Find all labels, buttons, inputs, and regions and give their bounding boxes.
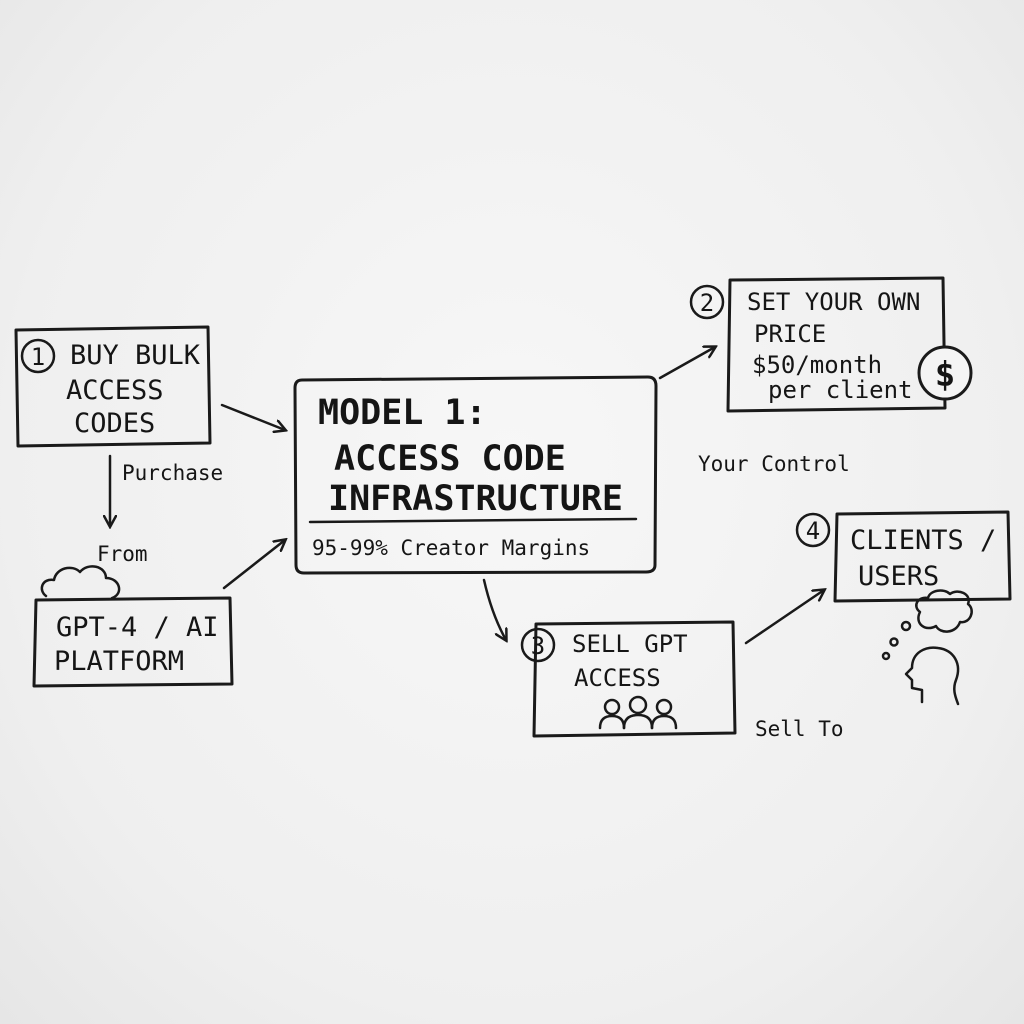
step3-number-circle xyxy=(520,627,556,663)
purchase-label: Purchase xyxy=(122,461,223,485)
step2-box: 2 SET YOUR OWN PRICE $50/month per clien… xyxy=(689,276,973,413)
step2-line2: PRICE xyxy=(754,320,826,348)
center-title-line3: INFRASTRUCTURE xyxy=(328,479,623,519)
cloud-icon xyxy=(40,565,121,600)
arrow-step1-to-center xyxy=(220,403,285,430)
step2-line4: per client xyxy=(768,376,913,404)
users-group-icon xyxy=(598,695,678,730)
center-title-line2: ACCESS CODE xyxy=(334,439,566,479)
step1-number-circle xyxy=(20,338,56,374)
your-control-label: Your Control xyxy=(698,452,850,476)
step3-line2: ACCESS xyxy=(574,664,661,692)
step4-line2: USERS xyxy=(858,561,939,592)
step4-box: 4 CLIENTS / USERS xyxy=(795,510,1012,603)
step1-line2: ACCESS xyxy=(66,375,164,406)
step3-line1: SELL GPT xyxy=(572,630,688,658)
dollar-symbol: $ xyxy=(935,355,955,395)
arrow-platform-to-center xyxy=(222,540,285,590)
arrow-step3-to-step4 xyxy=(744,590,824,645)
center-subtitle: 95-99% Creator Margins xyxy=(312,536,590,560)
from-label: From xyxy=(97,542,148,566)
arrow-center-to-step2 xyxy=(658,347,715,380)
center-title-line1: MODEL 1: xyxy=(318,393,487,433)
step3-box: 3 SELL GPT ACCESS xyxy=(520,620,737,738)
thought-cloud xyxy=(915,589,973,633)
step4-number-circle xyxy=(795,512,831,548)
step2-number: 2 xyxy=(700,289,714,317)
center-divider xyxy=(308,517,638,524)
dollar-icon xyxy=(917,345,973,401)
platform-line2: PLATFORM xyxy=(54,646,184,677)
arrow-center-to-step3 xyxy=(482,578,506,640)
step2-line1: SET YOUR OWN xyxy=(747,288,920,316)
sell-to-label: Sell To xyxy=(755,717,844,741)
step1-number: 1 xyxy=(31,343,45,371)
step2-number-circle xyxy=(689,284,725,320)
platform-line1: GPT-4 / AI xyxy=(56,612,219,643)
thinking-person-icon xyxy=(881,589,973,706)
step1-line3: CODES xyxy=(74,408,155,439)
step3-number: 3 xyxy=(531,632,545,660)
step1-line1: BUY BULK xyxy=(70,340,201,371)
step4-number: 4 xyxy=(806,517,820,545)
platform-box: GPT-4 / AI PLATFORM xyxy=(32,596,234,688)
step1-box: 1 BUY BULK ACCESS CODES xyxy=(14,325,212,448)
center-model-box: MODEL 1: ACCESS CODE INFRASTRUCTURE 95-9… xyxy=(293,375,658,575)
step2-line3: $50/month xyxy=(752,351,882,379)
step4-line1: CLIENTS / xyxy=(850,525,996,556)
